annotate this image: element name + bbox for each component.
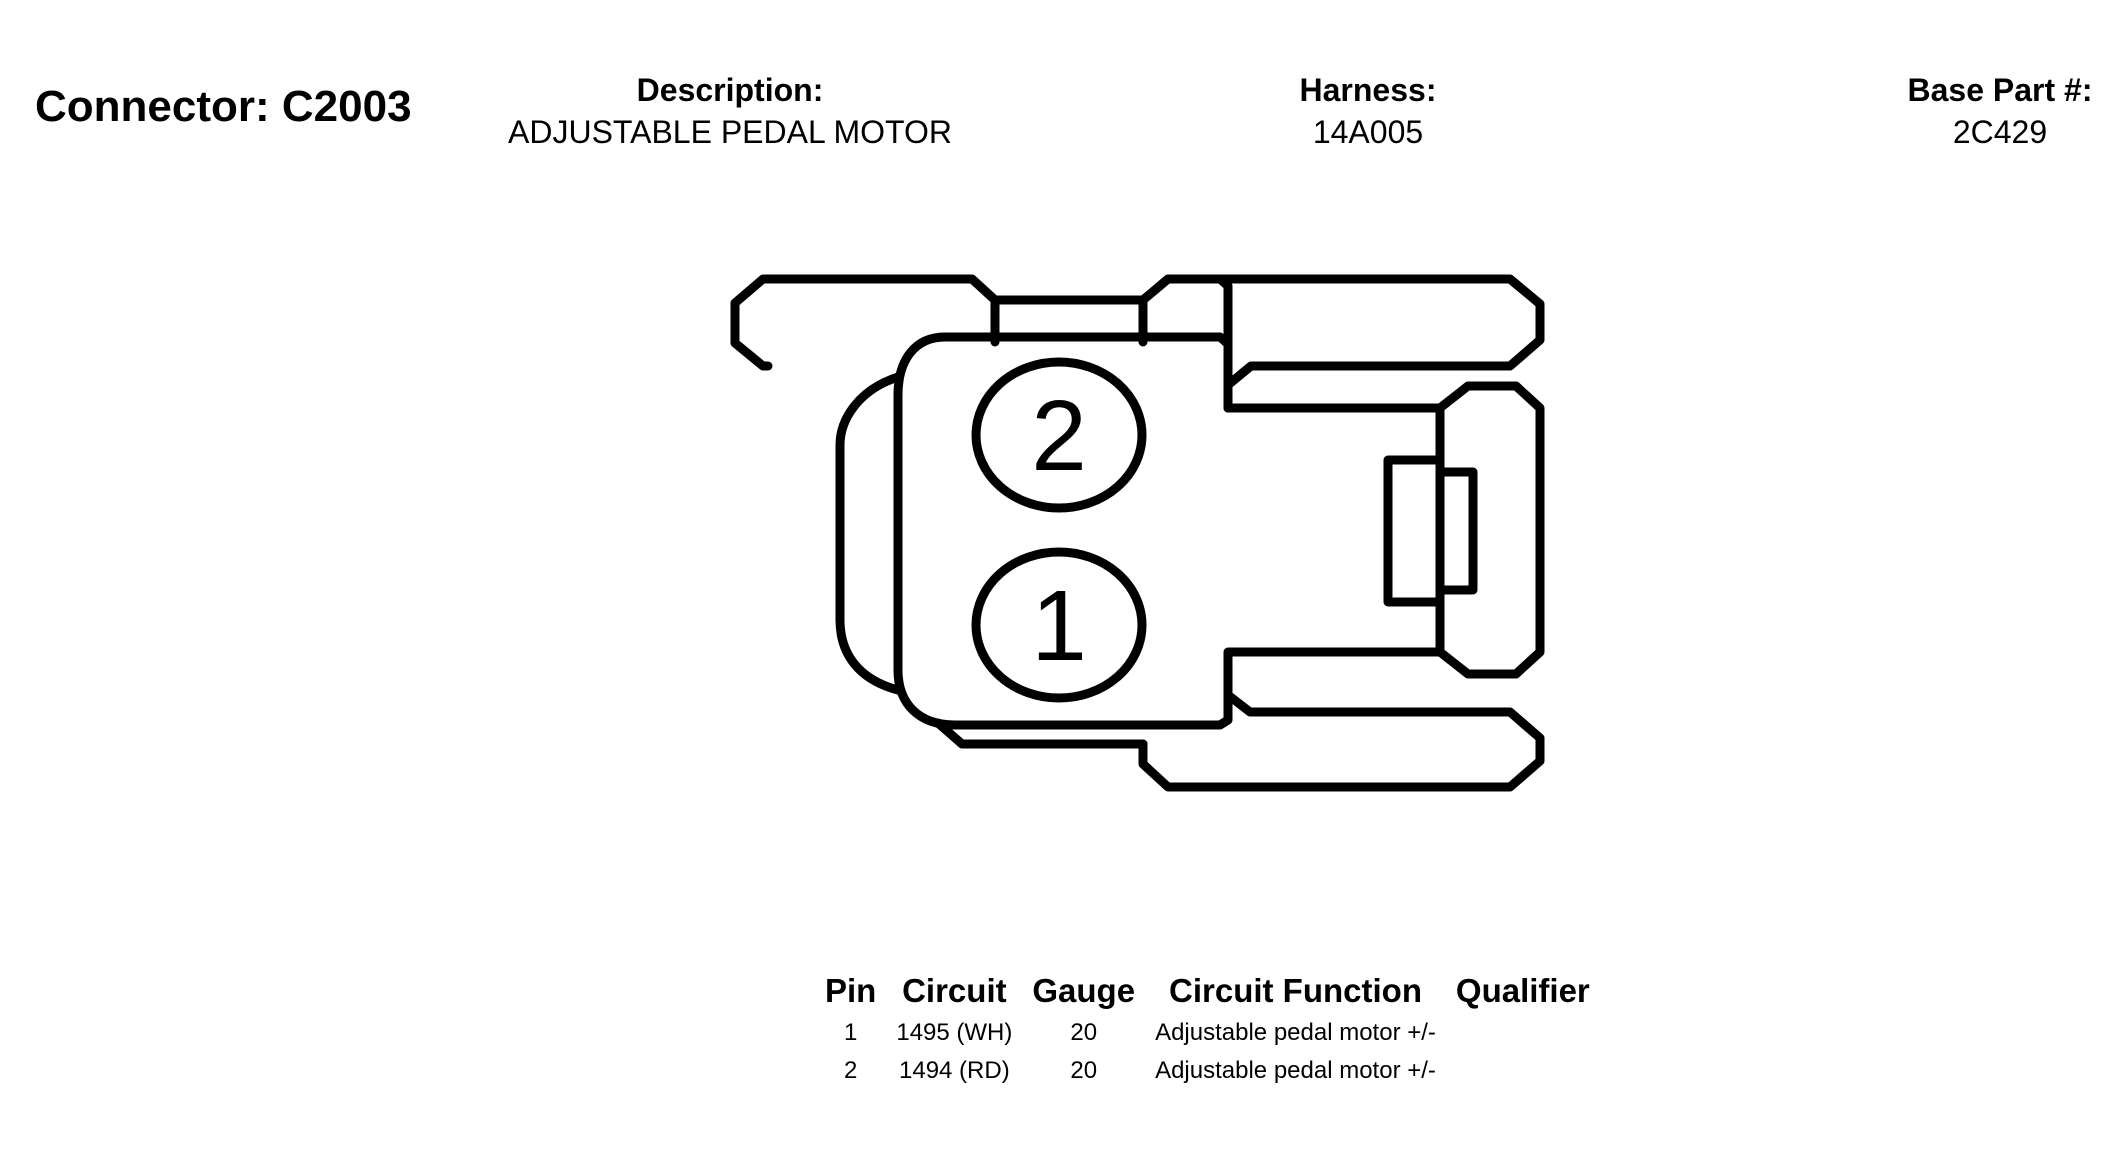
harness-value: 14A005: [1312, 114, 1424, 150]
pin-table-header: Pin Circuit Gauge Circuit Function Quali…: [815, 968, 1600, 1014]
main-housing: [893, 332, 1445, 730]
left-shroud: [835, 372, 903, 695]
cell-pin: 2: [843, 1057, 858, 1084]
top-right-latch-tab: [1138, 274, 1545, 413]
right-end-cap: [1435, 381, 1545, 679]
top-left-latch-tab: [730, 274, 1000, 371]
table-row: 1 1495 (WH) 20 Adjustable pedal motor +/…: [815, 1014, 1600, 1052]
pin-cavity-2: 2: [971, 357, 1147, 513]
pin-cavity-1: 1: [971, 547, 1147, 703]
description-block: Description: ADJUSTABLE PEDAL MOTOR: [480, 70, 980, 154]
connector-title: Connector: C2003: [35, 82, 412, 131]
cell-gauge: 20: [1070, 1019, 1098, 1046]
cell-function: Adjustable pedal motor +/-: [1155, 1057, 1436, 1084]
description-label: Description:: [636, 72, 824, 108]
col-qualifier: Qualifier: [1455, 972, 1590, 1009]
pin-label-1: 1: [1031, 570, 1087, 682]
cell-qualifier: [1446, 1052, 1600, 1090]
right-key-outer: [1383, 455, 1445, 607]
description-value: ADJUSTABLE PEDAL MOTOR: [508, 114, 952, 150]
cell-circuit: 1494 (RD): [899, 1057, 1010, 1084]
bottom-right-latch-tab: [1138, 690, 1545, 792]
top-rail: [1163, 274, 1233, 413]
pin-label-2: 2: [1031, 380, 1087, 492]
col-circuit: Circuit: [902, 972, 1007, 1009]
pin-circle-2: [971, 357, 1147, 513]
table-row: 2 1494 (RD) 20 Adjustable pedal motor +/…: [815, 1052, 1600, 1090]
col-gauge: Gauge: [1032, 972, 1136, 1009]
base-part-block: Base Part #: 2C429: [1880, 70, 2120, 154]
right-key-inner: [1435, 467, 1478, 595]
base-part-label: Base Part #:: [1907, 72, 2093, 108]
col-circuit-function: Circuit Function: [1169, 972, 1422, 1009]
cell-pin: 1: [843, 1019, 858, 1046]
cell-qualifier: [1446, 1014, 1600, 1052]
cell-function: Adjustable pedal motor +/-: [1155, 1019, 1436, 1046]
cell-circuit: 1495 (WH): [896, 1019, 1013, 1046]
base-part-value: 2C429: [1952, 114, 2048, 150]
cell-gauge: 20: [1070, 1057, 1098, 1084]
pin-circle-1: [971, 547, 1147, 703]
harness-block: Harness: 14A005: [1218, 70, 1518, 154]
harness-label: Harness:: [1299, 72, 1437, 108]
pin-table: Pin Circuit Gauge Circuit Function Quali…: [815, 968, 1600, 1090]
col-pin: Pin: [825, 972, 877, 1009]
